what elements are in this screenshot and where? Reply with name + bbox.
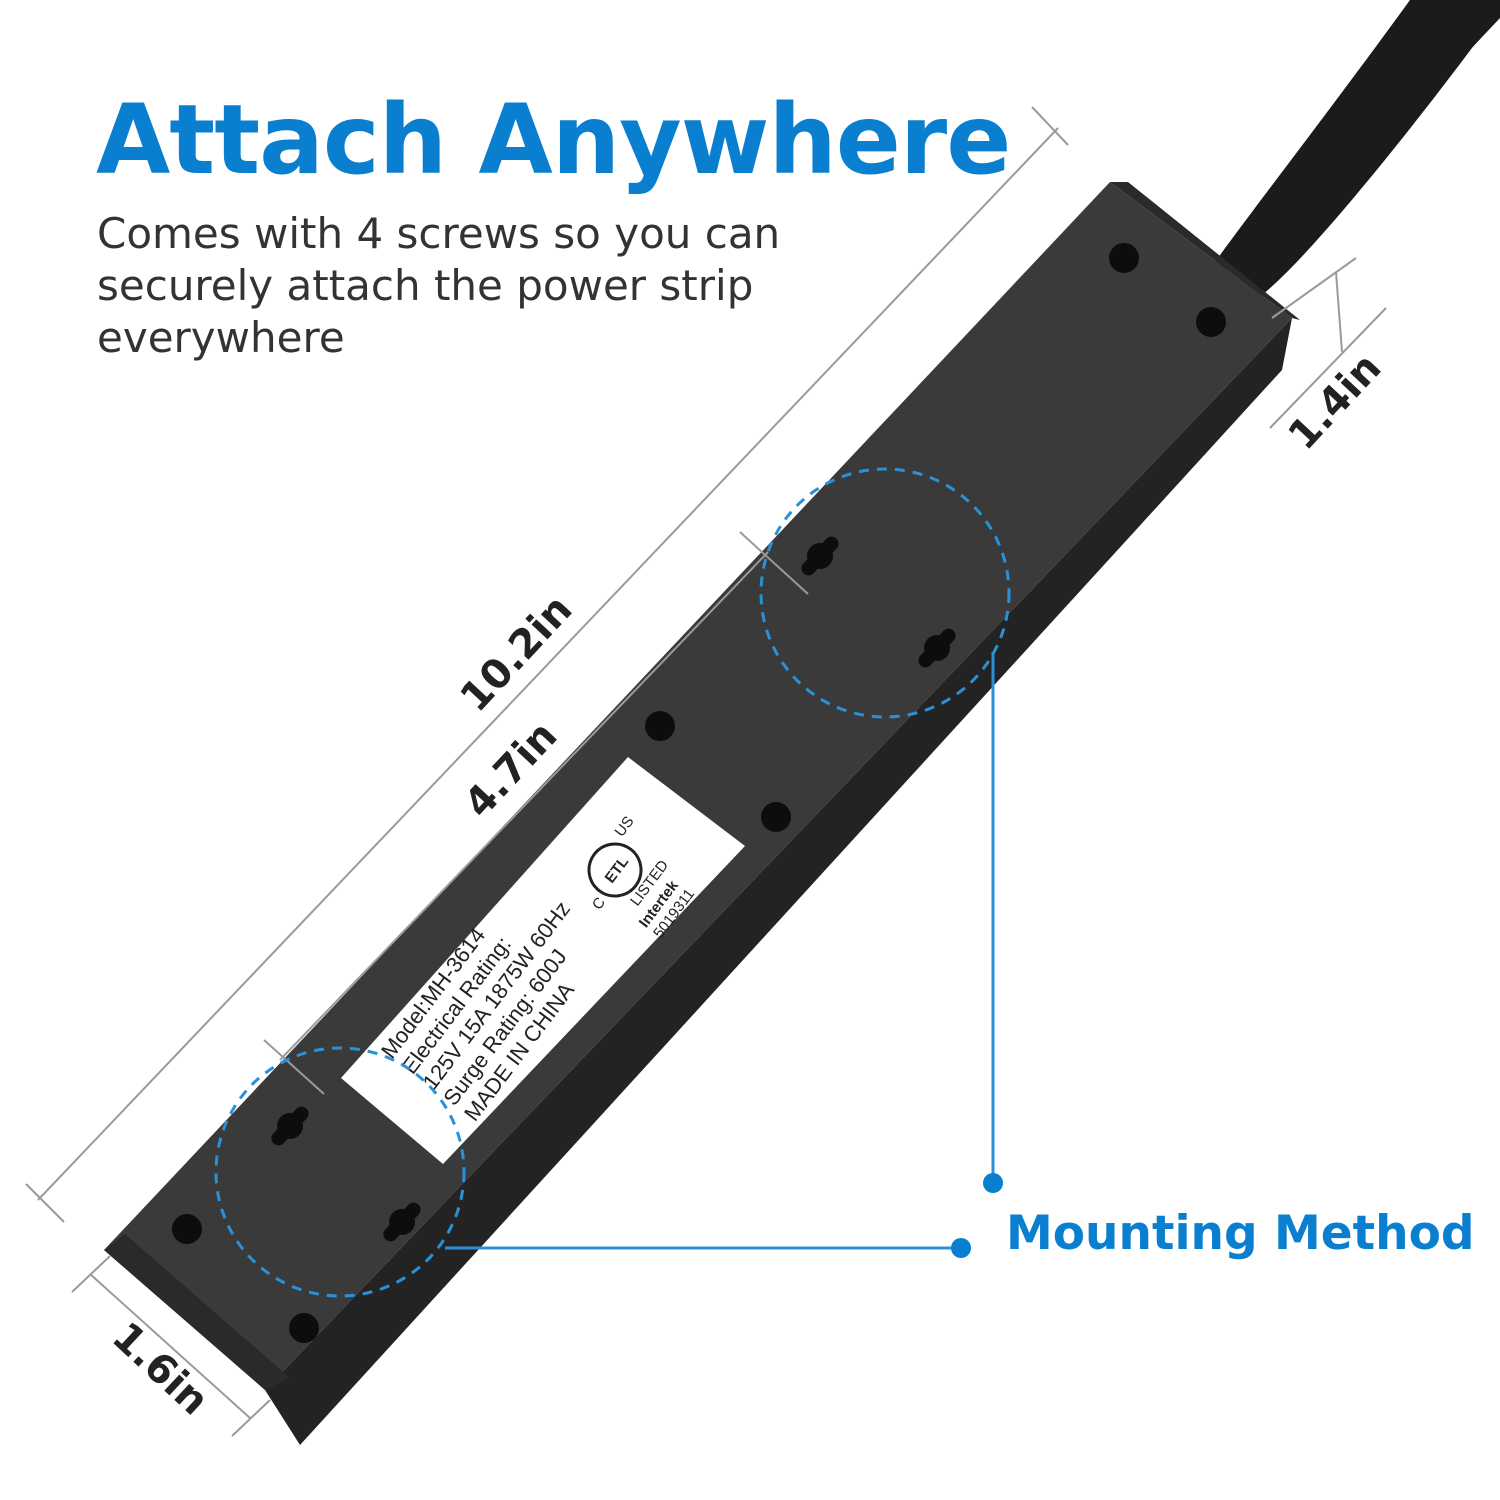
spacing-dimension-line: [279, 551, 769, 1061]
screw-hole-icon: [1196, 307, 1226, 337]
subtitle: Comes with 4 screws so you can securely …: [97, 209, 781, 362]
height-dimension-line: [1335, 271, 1343, 353]
screw-hole-icon: [645, 711, 675, 741]
screw-hole-icon: [289, 1313, 319, 1343]
dimension-lines: [25, 106, 1387, 1437]
strip-side-face: [265, 318, 1292, 1445]
length-dimension-line: [37, 127, 1059, 1201]
callout-dot-top: [983, 1173, 1003, 1193]
power-cord-body: [1214, 0, 1500, 292]
height-tick-top: [1271, 257, 1357, 319]
length-tick-bottom: [25, 1183, 65, 1223]
length-dimension-label: 10.2in: [452, 586, 582, 720]
height-tick-bottom: [1269, 307, 1387, 429]
keyhole-slot-icon: [271, 1106, 309, 1146]
callout-circle-top: [759, 467, 1011, 719]
spacing-tick-bottom: [263, 1039, 325, 1095]
callout-dot-bottom: [951, 1238, 971, 1258]
spacing-tick-top: [739, 531, 809, 595]
length-tick-top: [1031, 106, 1069, 146]
strip-end-cap: [104, 1234, 290, 1390]
screw-hole-icon: [172, 1214, 202, 1244]
mounting-method-label: Mounting Method: [1006, 1206, 1475, 1261]
label-sticker: [341, 757, 745, 1164]
width-dimension-line: [89, 1273, 251, 1419]
screw-hole-icon: [1109, 243, 1139, 273]
screw-hole-icon: [761, 802, 791, 832]
keyhole-slot-icon: [383, 1202, 421, 1242]
power-strip: Model:MH-3614 Electrical Rating: 125V 15…: [104, 182, 1300, 1445]
headline: Attach Anywhere: [96, 84, 1011, 196]
keyhole-slot-icon: [918, 628, 956, 668]
keyhole-slot-icon: [801, 536, 839, 576]
mounting-callouts: [214, 467, 1011, 1298]
width-tick-right: [231, 1399, 271, 1437]
width-tick-left: [71, 1255, 111, 1293]
strip-top-cap: [1110, 182, 1300, 320]
callout-circle-bottom: [214, 1046, 466, 1298]
